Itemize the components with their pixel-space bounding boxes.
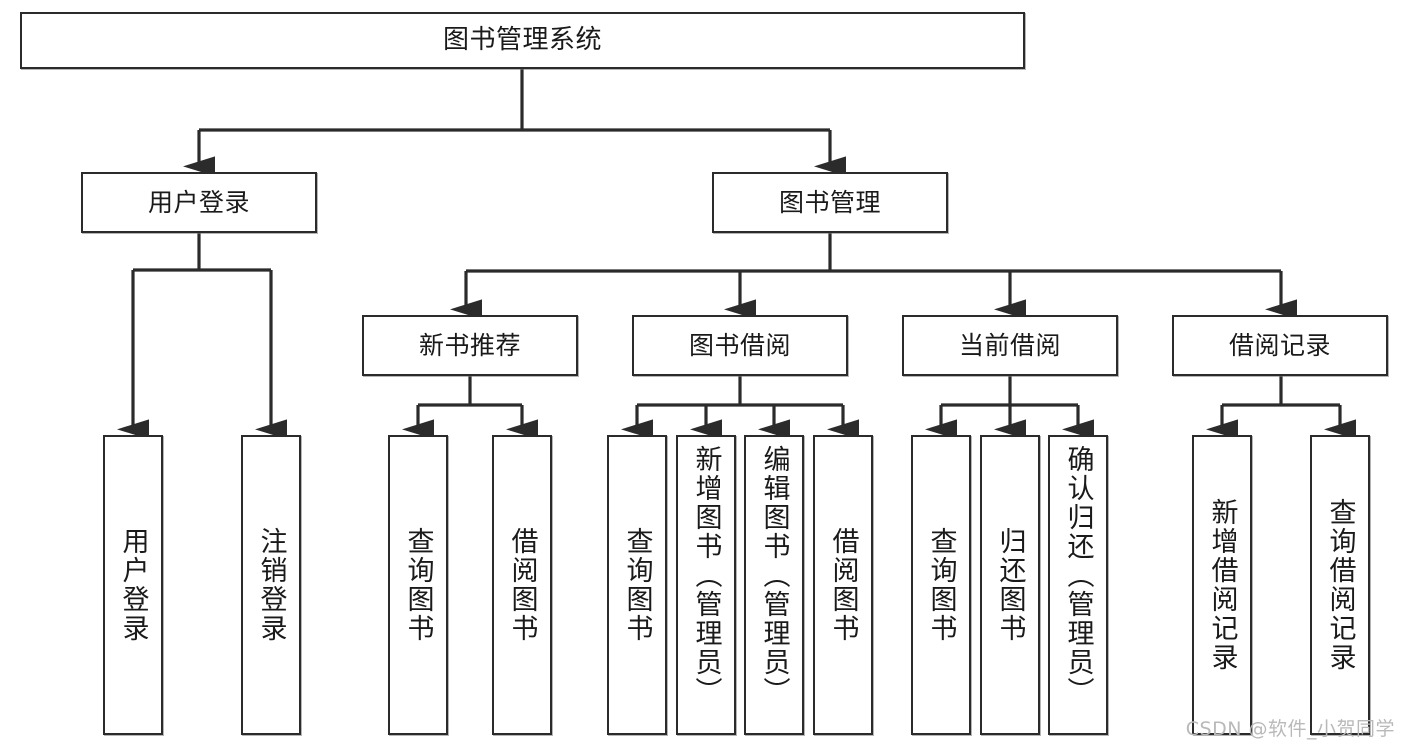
node-leaf-query-book-2[interactable]: 查询图书 — [607, 435, 667, 735]
node-book-borrow-label: 图书借阅 — [688, 330, 791, 360]
node-leaf-query-book-3[interactable]: 查询图书 — [911, 435, 971, 735]
node-leaf-confirm-return-admin[interactable]: 确认归还（管理员） — [1048, 435, 1108, 735]
node-new-book-recommend-label: 新书推荐 — [418, 330, 521, 360]
node-borrow-record-label: 借阅记录 — [1228, 330, 1331, 360]
node-leaf-add-book-admin[interactable]: 新增图书（管理员） — [676, 435, 736, 735]
node-current-borrow[interactable]: 当前借阅 — [902, 315, 1118, 376]
node-borrow-record[interactable]: 借阅记录 — [1172, 315, 1388, 376]
node-user-login-label: 用户登录 — [147, 187, 250, 217]
node-book-borrow[interactable]: 图书借阅 — [632, 315, 848, 376]
node-leaf-borrow-book-1[interactable]: 借阅图书 — [492, 435, 552, 735]
node-leaf-return-book-label: 归还图书 — [994, 527, 1026, 643]
node-leaf-edit-book-admin-label: 编辑图书（管理员） — [758, 445, 790, 706]
node-leaf-user-login-label: 用户登录 — [117, 527, 149, 643]
node-leaf-borrow-book-1-label: 借阅图书 — [506, 527, 538, 643]
node-leaf-borrow-book-2[interactable]: 借阅图书 — [813, 435, 873, 735]
node-new-book-recommend[interactable]: 新书推荐 — [362, 315, 578, 376]
node-book-manage-label: 图书管理 — [778, 187, 881, 217]
node-leaf-query-borrow-record-label: 查询借阅记录 — [1324, 498, 1356, 672]
node-user-login[interactable]: 用户登录 — [81, 172, 317, 233]
node-leaf-query-book-1-label: 查询图书 — [402, 527, 434, 643]
node-leaf-add-borrow-record[interactable]: 新增借阅记录 — [1192, 435, 1252, 735]
node-leaf-logout-label: 注销登录 — [255, 527, 287, 643]
node-leaf-add-book-admin-label: 新增图书（管理员） — [690, 445, 722, 706]
node-leaf-add-borrow-record-label: 新增借阅记录 — [1206, 498, 1238, 672]
node-root[interactable]: 图书管理系统 — [20, 12, 1025, 69]
node-leaf-query-book-3-label: 查询图书 — [925, 527, 957, 643]
node-leaf-logout[interactable]: 注销登录 — [241, 435, 301, 735]
node-leaf-borrow-book-2-label: 借阅图书 — [827, 527, 859, 643]
node-leaf-query-book-1[interactable]: 查询图书 — [388, 435, 448, 735]
node-leaf-user-login[interactable]: 用户登录 — [103, 435, 163, 735]
node-root-label: 图书管理系统 — [442, 25, 602, 56]
node-leaf-confirm-return-admin-label: 确认归还（管理员） — [1062, 445, 1094, 706]
node-book-manage[interactable]: 图书管理 — [712, 172, 948, 233]
node-current-borrow-label: 当前借阅 — [958, 330, 1061, 360]
node-leaf-edit-book-admin[interactable]: 编辑图书（管理员） — [744, 435, 804, 735]
node-leaf-query-book-2-label: 查询图书 — [621, 527, 653, 643]
node-leaf-query-borrow-record[interactable]: 查询借阅记录 — [1310, 435, 1370, 735]
node-leaf-return-book[interactable]: 归还图书 — [980, 435, 1040, 735]
